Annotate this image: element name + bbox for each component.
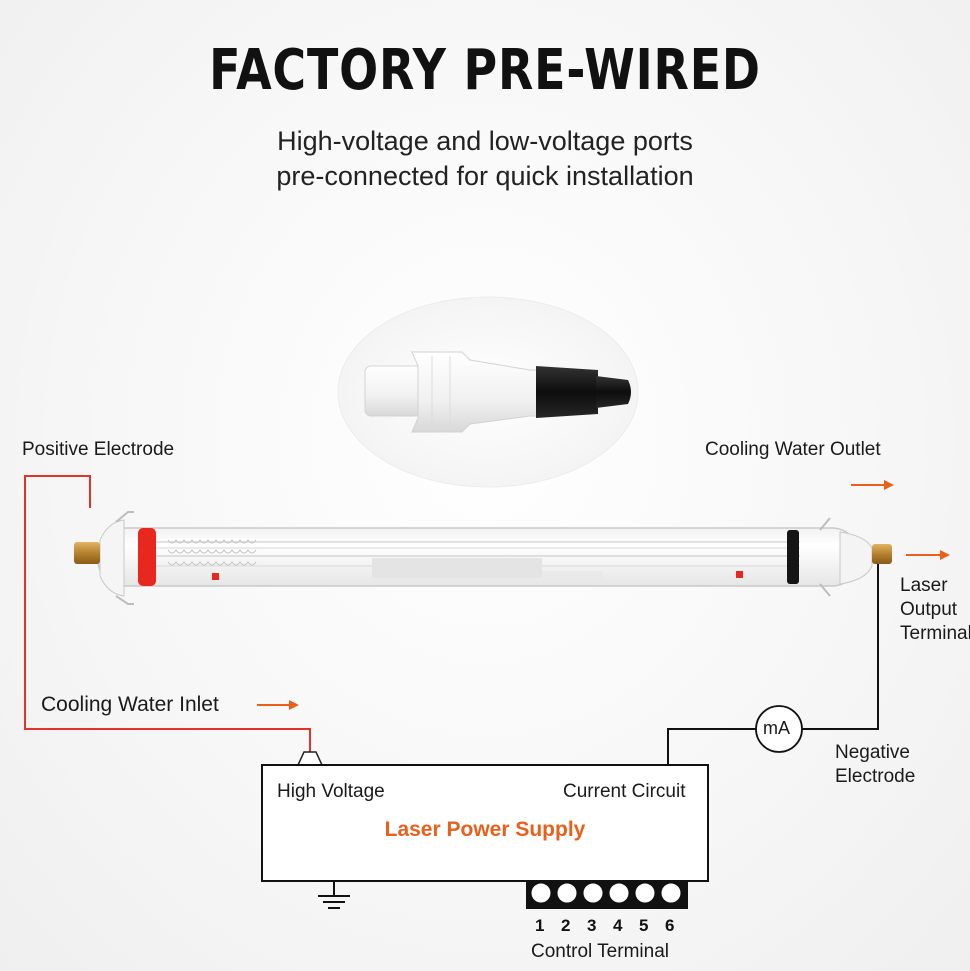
milliammeter-label: mA [763, 718, 790, 738]
laser-output-label-2: Output [900, 599, 958, 620]
connector-closeup [337, 296, 639, 488]
cooling-water-inlet-label: Cooling Water Inlet [41, 693, 219, 716]
negative-electrode-label-1: Negative [835, 742, 910, 763]
flow-arrow-inlet [257, 700, 299, 710]
flow-arrow-output [906, 550, 950, 560]
laser-output-label-3: Terminal [900, 623, 970, 644]
laser-power-supply-title: Laser Power Supply [384, 818, 586, 841]
power-supply-box [261, 764, 709, 882]
page-title: FACTORY PRE-WIRED [209, 38, 761, 103]
laser-output-label-1: Laser [900, 575, 948, 596]
terminal-number: 3 [587, 916, 597, 935]
control-terminal-label: Control Terminal [531, 941, 669, 962]
high-voltage-label: High Voltage [277, 781, 385, 802]
flow-arrow-outlet [851, 480, 894, 490]
negative-wire [802, 560, 879, 730]
control-terminal-block [526, 881, 688, 909]
current-circuit-label: Current Circuit [563, 781, 686, 802]
terminal-number: 4 [613, 916, 623, 935]
positive-electrode-label: Positive Electrode [22, 439, 175, 460]
laser-tube [74, 511, 892, 605]
ground-icon [318, 881, 350, 909]
terminal-number: 1 [535, 916, 545, 935]
milliammeter-icon [755, 705, 803, 753]
subtitle-line-2: pre-connected for quick installation [276, 161, 694, 191]
subtitle-line-1: High-voltage and low-voltage ports [277, 126, 693, 156]
terminal-number: 2 [561, 916, 571, 935]
high-voltage-wire [24, 475, 311, 752]
terminal-number: 5 [639, 916, 649, 935]
cooling-water-outlet-label: Cooling Water Outlet [705, 439, 881, 460]
terminal-number: 6 [665, 916, 675, 935]
negative-electrode-label-2: Electrode [835, 766, 916, 787]
